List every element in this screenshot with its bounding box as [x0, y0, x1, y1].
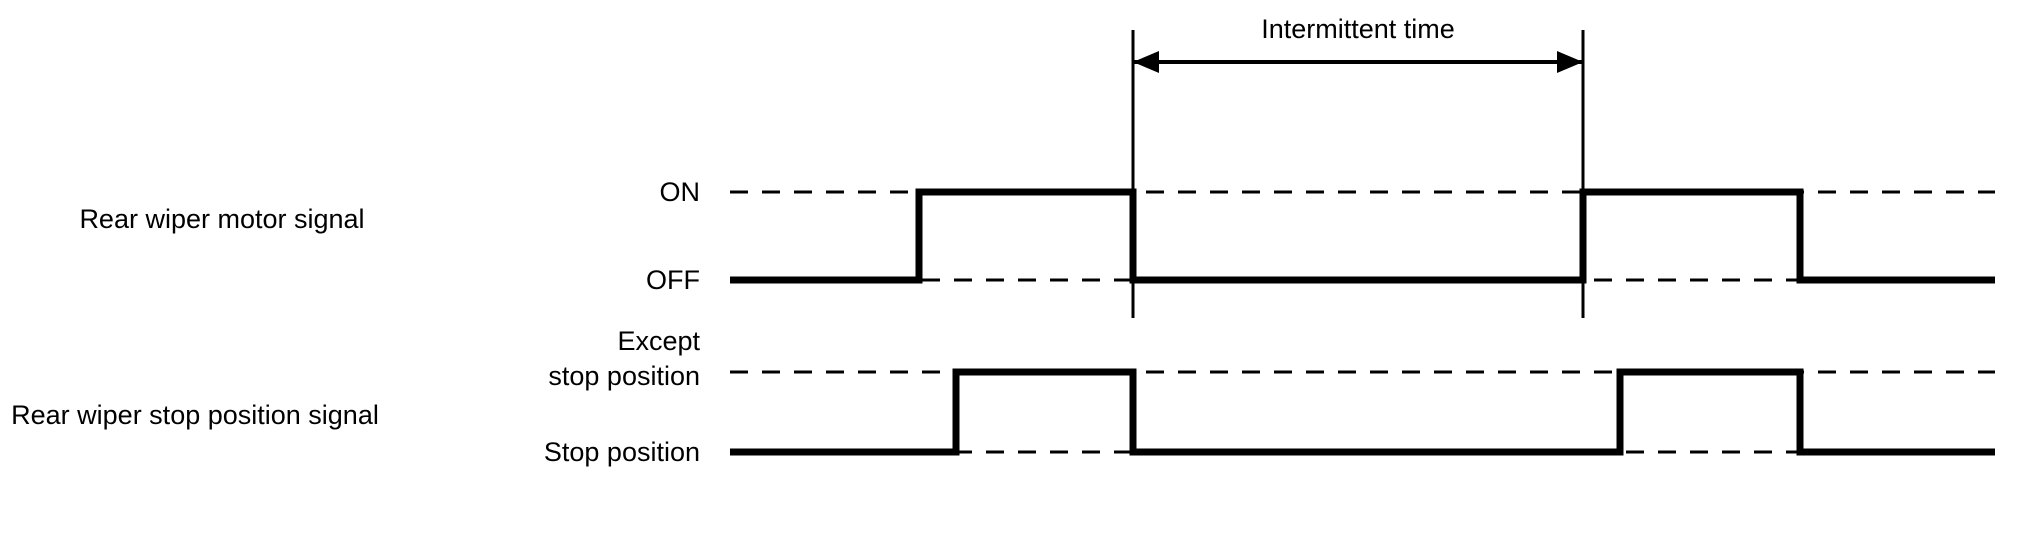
rear-wiper-stop-position-waveform: [730, 368, 1995, 456]
rear-wiper-motor-waveform: [730, 188, 1995, 284]
except-stop-position-label-line2: stop position: [548, 361, 700, 391]
rear-wiper-stop-position-signal-label: Rear wiper stop position signal: [11, 400, 379, 430]
intermittent-time-annotation: Intermittent time: [1131, 14, 1585, 318]
stop-position-level-label: Stop position: [544, 437, 700, 467]
signal-rear-wiper-motor-group: Rear wiper motor signal ON OFF: [79, 177, 1995, 295]
intermittent-arrow-head-left: [1133, 51, 1159, 73]
except-stop-position-label-line1: Except: [617, 326, 700, 356]
motor-on-level-label: ON: [660, 177, 701, 207]
rear-wiper-motor-signal-label: Rear wiper motor signal: [79, 204, 364, 234]
signal-rear-wiper-stop-position-group: Rear wiper stop position signal Except s…: [11, 326, 1995, 467]
intermittent-time-label: Intermittent time: [1261, 14, 1455, 44]
intermittent-arrow-head-right: [1557, 51, 1583, 73]
motor-off-level-label: OFF: [646, 265, 700, 295]
